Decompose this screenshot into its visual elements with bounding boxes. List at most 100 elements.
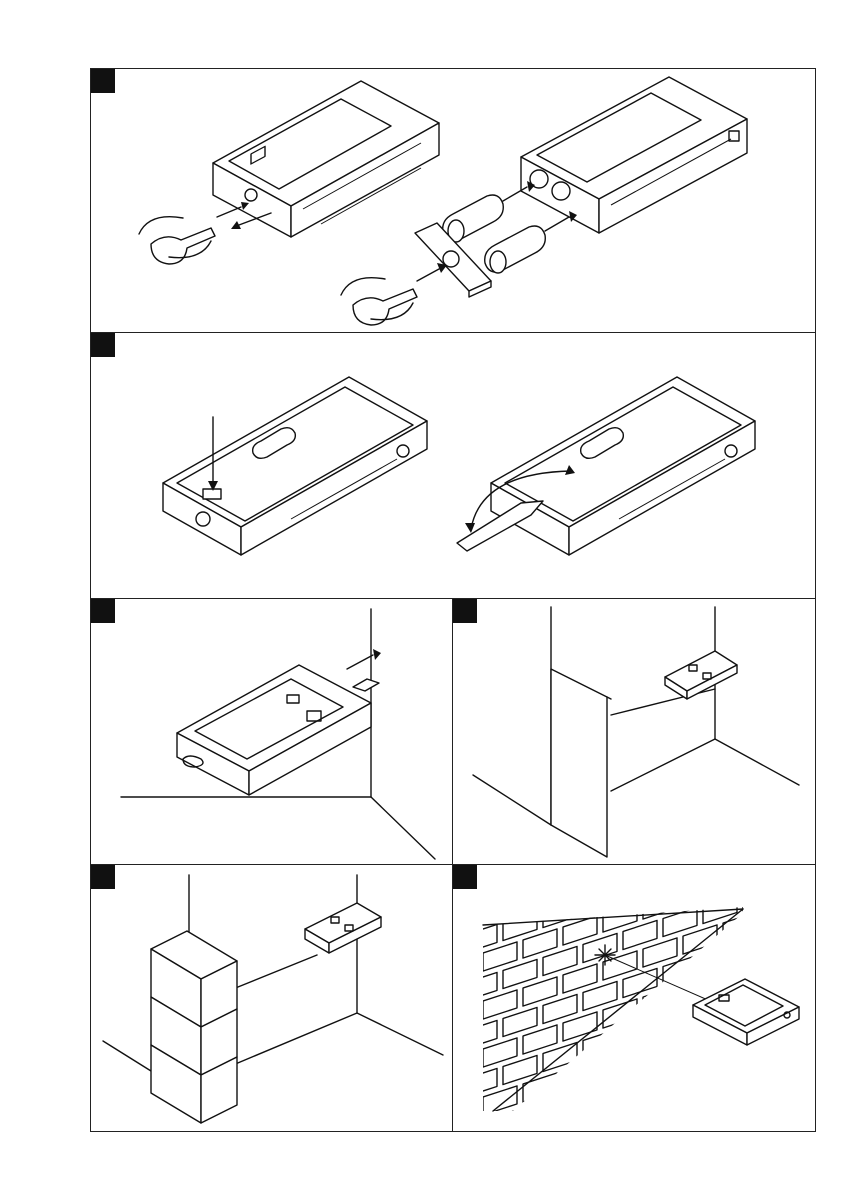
brick bbox=[803, 865, 815, 867]
door-measure-drawing bbox=[453, 599, 815, 865]
panel-measure-from-corner bbox=[91, 599, 453, 865]
brick bbox=[663, 1099, 697, 1128]
brick bbox=[743, 881, 777, 910]
brick bbox=[643, 1034, 677, 1063]
brick bbox=[683, 1117, 717, 1131]
brick bbox=[543, 1090, 577, 1119]
brick bbox=[503, 911, 537, 940]
corner-measure-drawing bbox=[91, 599, 453, 865]
brick bbox=[783, 868, 815, 897]
brick bbox=[623, 872, 657, 901]
brick bbox=[663, 865, 697, 889]
brick bbox=[463, 972, 497, 1001]
figure-frame bbox=[90, 68, 816, 1132]
brick bbox=[763, 865, 797, 880]
brick bbox=[523, 929, 557, 958]
battery-replacement-drawing bbox=[91, 69, 815, 333]
brick bbox=[763, 1091, 797, 1120]
brick bbox=[783, 1108, 815, 1131]
brick bbox=[703, 1086, 737, 1115]
brick bbox=[453, 1099, 477, 1128]
brick bbox=[483, 894, 517, 923]
brick bbox=[723, 912, 757, 941]
brick bbox=[703, 865, 737, 876]
brick bbox=[563, 1012, 597, 1041]
floor-back-edge bbox=[233, 1013, 357, 1065]
boxes-measure-drawing bbox=[91, 865, 453, 1131]
brick bbox=[683, 877, 717, 906]
brick bbox=[483, 942, 517, 971]
brick bbox=[523, 881, 557, 910]
brick bbox=[763, 1043, 797, 1072]
floor-back-edge bbox=[611, 739, 715, 791]
brick bbox=[723, 1056, 757, 1085]
brick bbox=[683, 1069, 717, 1098]
brick bbox=[583, 981, 617, 1010]
brick bbox=[453, 1003, 477, 1032]
floor-edge-right bbox=[357, 1013, 443, 1055]
brick bbox=[743, 929, 777, 958]
brick bbox=[723, 1104, 757, 1131]
brick bbox=[763, 899, 797, 928]
panel-measure-to-boxes bbox=[91, 865, 453, 1131]
panel-aim-at-brick-wall bbox=[453, 865, 815, 1131]
brick bbox=[463, 924, 497, 953]
brick bbox=[523, 977, 557, 1006]
panel-battery-replacement bbox=[91, 69, 815, 333]
rangefinder-device-corner bbox=[177, 665, 379, 795]
brick bbox=[463, 1020, 497, 1049]
brick bbox=[643, 1130, 677, 1131]
rangefinder-device-wall bbox=[693, 979, 799, 1045]
brick bbox=[503, 1103, 537, 1131]
brick bbox=[543, 946, 577, 975]
device-pin-deployed bbox=[457, 377, 755, 555]
brick-wall-drawing bbox=[453, 865, 815, 1131]
brick bbox=[523, 1025, 557, 1054]
brick bbox=[523, 1121, 557, 1131]
battery-lower bbox=[485, 211, 577, 273]
brick bbox=[643, 938, 677, 967]
brick bbox=[453, 907, 477, 936]
panel-extension-pin-flip bbox=[91, 333, 815, 599]
brick bbox=[463, 1068, 497, 1097]
brick bbox=[583, 1077, 617, 1106]
brick bbox=[663, 1051, 697, 1080]
device-pin-stowed bbox=[163, 377, 427, 555]
brick bbox=[643, 865, 677, 871]
brick bbox=[503, 1007, 537, 1036]
brick bbox=[683, 925, 717, 954]
brick bbox=[623, 1016, 657, 1045]
brick bbox=[623, 1064, 657, 1093]
brick bbox=[743, 1121, 777, 1131]
brick bbox=[803, 886, 815, 915]
brick bbox=[523, 1073, 557, 1102]
brick bbox=[623, 920, 657, 949]
brick bbox=[803, 1030, 815, 1059]
brick bbox=[643, 1082, 677, 1111]
brick bbox=[663, 1003, 697, 1032]
brick bbox=[803, 934, 815, 963]
brick bbox=[703, 942, 737, 971]
extension-pin-drawing bbox=[91, 333, 815, 599]
floor-edge-left bbox=[473, 775, 551, 825]
brick bbox=[783, 1060, 815, 1089]
brick bbox=[763, 947, 797, 976]
brick bbox=[563, 868, 597, 897]
brick bbox=[643, 986, 677, 1015]
rangefinder-device-door bbox=[665, 651, 737, 699]
brick bbox=[563, 1060, 597, 1089]
brick bbox=[783, 964, 815, 993]
door-panel bbox=[551, 669, 607, 857]
brick bbox=[803, 1078, 815, 1107]
brick bbox=[623, 1112, 657, 1131]
brick bbox=[463, 1116, 497, 1131]
brick bbox=[603, 1047, 637, 1076]
brick bbox=[483, 990, 517, 1019]
brick bbox=[743, 1073, 777, 1102]
floor-edge-left bbox=[103, 1041, 151, 1071]
stacked-boxes bbox=[151, 931, 237, 1123]
brick bbox=[723, 865, 757, 893]
brick bbox=[483, 1038, 517, 1067]
ceiling-line bbox=[233, 955, 317, 989]
brick bbox=[563, 964, 597, 993]
